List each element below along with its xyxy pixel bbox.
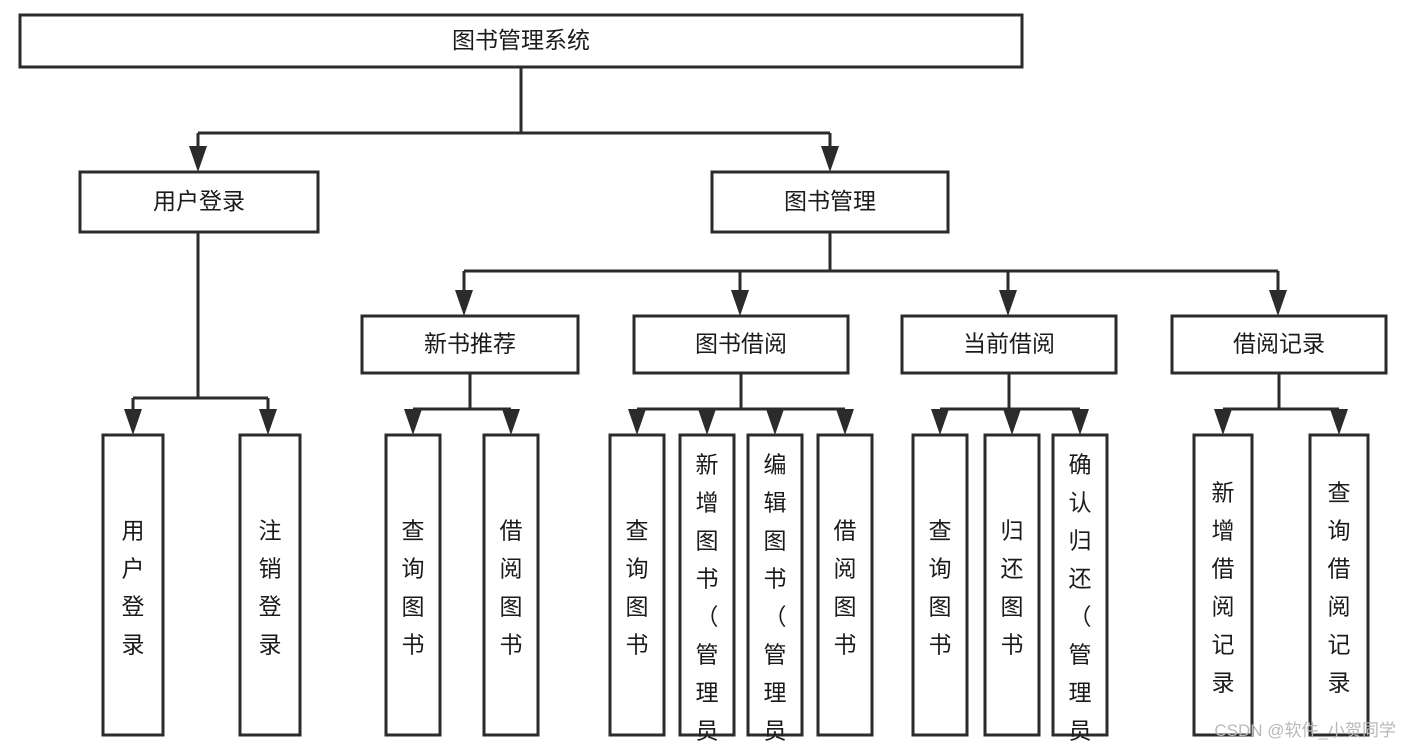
node-box-borrow-records[interactable]	[1170, 314, 1388, 375]
arrow-head-icon	[124, 409, 142, 435]
arrow-head-icon	[1269, 290, 1287, 316]
node-book-borrow[interactable]: 图书借阅	[632, 314, 850, 375]
arrow-head-icon	[821, 146, 839, 172]
node-box-current-borrow[interactable]	[900, 314, 1118, 375]
node-leaf-query-book-current[interactable]: 查询图书	[911, 433, 969, 737]
node-label-leaf-add-book: 新增图书（管理员）	[696, 452, 719, 747]
node-label-leaf-query-borrow-record: 查询借阅记录	[1328, 480, 1351, 696]
node-box-leaf-user-login[interactable]	[101, 433, 165, 737]
node-new-book-recommend[interactable]: 新书推荐	[360, 314, 580, 375]
node-box-leaf-logout[interactable]	[238, 433, 302, 737]
arrow-head-icon	[999, 290, 1017, 316]
node-label-leaf-confirm-return: 确认归还（管理员）	[1069, 452, 1092, 747]
node-box-book-borrow[interactable]	[632, 314, 850, 375]
node-label-leaf-logout: 注销登录	[259, 518, 282, 658]
arrow-head-icon	[259, 409, 277, 435]
node-label-leaf-query-book-recommend: 查询图书	[402, 518, 425, 658]
node-box-leaf-add-book[interactable]	[678, 433, 736, 737]
arrow-head-icon	[1330, 409, 1348, 435]
node-box-leaf-borrow-book-recommend[interactable]	[482, 433, 540, 737]
node-label-leaf-return-book: 归还图书	[1001, 518, 1024, 658]
node-label-leaf-edit-book: 编辑图书（管理员）	[764, 452, 787, 747]
node-leaf-query-book-borrow[interactable]: 查询图书	[608, 433, 666, 737]
csdn-watermark: CSDN @软件_小贺同学	[1214, 721, 1396, 740]
node-label-leaf-borrow-book: 借阅图书	[834, 518, 857, 658]
arrow-head-icon	[731, 290, 749, 316]
node-leaf-logout[interactable]: 注销登录	[238, 433, 302, 737]
node-box-new-book-recommend[interactable]	[360, 314, 580, 375]
node-leaf-edit-book[interactable]: 编辑图书（管理员）	[746, 433, 804, 747]
arrow-head-icon	[836, 409, 854, 435]
arrow-head-icon	[931, 409, 949, 435]
arrow-head-icon	[1214, 409, 1232, 435]
node-box-leaf-query-book-recommend[interactable]	[384, 433, 442, 737]
node-leaf-return-book[interactable]: 归还图书	[983, 433, 1041, 737]
arrow-head-icon	[189, 146, 207, 172]
connector-layer	[124, 67, 1348, 435]
arrow-head-icon	[698, 409, 716, 435]
node-leaf-borrow-book[interactable]: 借阅图书	[816, 433, 874, 737]
arrow-head-icon	[628, 409, 646, 435]
node-label-leaf-borrow-book-recommend: 借阅图书	[500, 518, 523, 658]
node-leaf-confirm-return[interactable]: 确认归还（管理员）	[1051, 433, 1109, 747]
node-box-book-management[interactable]	[710, 170, 950, 234]
node-box-leaf-query-book-current[interactable]	[911, 433, 969, 737]
node-book-management[interactable]: 图书管理	[710, 170, 950, 234]
node-leaf-query-book-recommend[interactable]: 查询图书	[384, 433, 442, 737]
node-root[interactable]: 图书管理系统	[18, 13, 1024, 69]
node-label-leaf-add-borrow-record: 新增借阅记录	[1212, 480, 1235, 696]
arrow-head-icon	[766, 409, 784, 435]
arrow-head-icon	[455, 290, 473, 316]
node-label-leaf-user-login: 用户登录	[122, 518, 145, 658]
node-label-leaf-query-book-current: 查询图书	[929, 518, 952, 658]
node-layer: 图书管理系统用户登录图书管理新书推荐图书借阅当前借阅借阅记录用户登录注销登录查询…	[18, 13, 1388, 747]
node-label-book-management: 图书管理	[784, 188, 876, 214]
node-label-user-login: 用户登录	[153, 188, 245, 214]
arrow-head-icon	[404, 409, 422, 435]
node-box-user-login[interactable]	[78, 170, 320, 234]
node-label-current-borrow: 当前借阅	[963, 331, 1055, 357]
arrow-head-icon	[502, 409, 520, 435]
node-leaf-add-book[interactable]: 新增图书（管理员）	[678, 433, 736, 747]
node-leaf-add-borrow-record[interactable]: 新增借阅记录	[1192, 433, 1254, 737]
node-box-leaf-add-borrow-record[interactable]	[1192, 433, 1254, 737]
node-box-leaf-query-borrow-record[interactable]	[1308, 433, 1370, 737]
node-box-leaf-confirm-return[interactable]	[1051, 433, 1109, 737]
node-borrow-records[interactable]: 借阅记录	[1170, 314, 1388, 375]
node-current-borrow[interactable]: 当前借阅	[900, 314, 1118, 375]
node-user-login[interactable]: 用户登录	[78, 170, 320, 234]
node-leaf-query-borrow-record[interactable]: 查询借阅记录	[1308, 433, 1370, 737]
node-box-root[interactable]	[18, 13, 1024, 69]
node-leaf-user-login[interactable]: 用户登录	[101, 433, 165, 737]
node-box-leaf-return-book[interactable]	[983, 433, 1041, 737]
node-label-borrow-records: 借阅记录	[1233, 331, 1325, 357]
node-box-leaf-edit-book[interactable]	[746, 433, 804, 737]
node-box-leaf-borrow-book[interactable]	[816, 433, 874, 737]
node-label-book-borrow: 图书借阅	[695, 331, 787, 357]
node-label-new-book-recommend: 新书推荐	[424, 331, 516, 357]
node-box-leaf-query-book-borrow[interactable]	[608, 433, 666, 737]
node-label-root: 图书管理系统	[452, 27, 590, 53]
arrow-head-icon	[1071, 409, 1089, 435]
node-leaf-borrow-book-recommend[interactable]: 借阅图书	[482, 433, 540, 737]
arrow-head-icon	[1003, 409, 1021, 435]
node-label-leaf-query-book-borrow: 查询图书	[626, 518, 649, 658]
